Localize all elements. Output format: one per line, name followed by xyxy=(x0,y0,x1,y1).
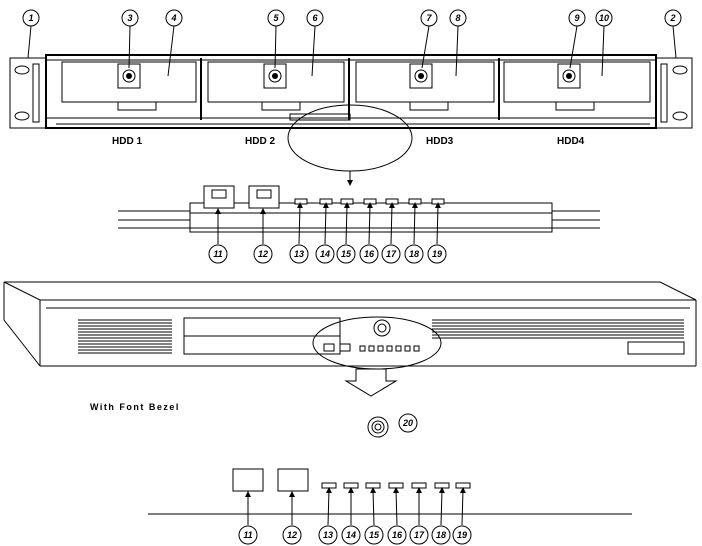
callout-18-b: 18 xyxy=(436,530,446,540)
hdd-tray-1 xyxy=(61,61,197,111)
chassis-perspective-view xyxy=(3,281,697,370)
callout-19: 19 xyxy=(432,249,442,259)
callout-11: 11 xyxy=(213,249,222,259)
callout-15-b: 15 xyxy=(369,530,380,540)
callout-11-b: 11 xyxy=(243,530,252,540)
callout-1: 1 xyxy=(28,13,33,23)
callout-14-b: 14 xyxy=(346,530,356,540)
callout-16-b: 16 xyxy=(392,530,403,540)
hdd-tray-4 xyxy=(503,61,651,111)
callout-12-b: 12 xyxy=(287,530,297,540)
tray-lock-icon xyxy=(122,69,136,83)
tray-lock-icon xyxy=(268,69,282,83)
key-lock-icon xyxy=(373,319,391,337)
callout-4: 4 xyxy=(170,13,176,23)
detail-2-callouts: 11 12 13 14 15 16 17 18 19 xyxy=(238,487,472,545)
chassis-front xyxy=(45,54,657,129)
callout-8: 8 xyxy=(455,13,460,23)
tray-lock-icon xyxy=(414,69,428,83)
bezel-caption: With Font Bezel xyxy=(90,402,180,412)
tray-lock-icon xyxy=(562,69,576,83)
front-bezel-key: 20 xyxy=(367,413,418,438)
callout-6: 6 xyxy=(312,13,318,23)
detail-panel-2 xyxy=(148,468,632,515)
vent-right xyxy=(432,319,684,339)
callout-18: 18 xyxy=(409,249,419,259)
callout-19-b: 19 xyxy=(457,530,467,540)
detail-panel-1 xyxy=(118,185,600,233)
callout-14: 14 xyxy=(320,249,330,259)
bezel-zoom-ellipse xyxy=(312,316,442,370)
hdd-tray-3 xyxy=(355,61,495,111)
callout-20: 20 xyxy=(402,418,413,428)
callout-7: 7 xyxy=(426,13,432,23)
key-icon xyxy=(367,416,389,438)
callout-12: 12 xyxy=(258,249,268,259)
top-callouts: 1 2 3 4 5 6 7 8 9 10 xyxy=(22,9,682,77)
hdd-label-4: HDD4 xyxy=(557,136,585,147)
rack-front-view xyxy=(9,54,693,129)
hdd-label-2: HDD 2 xyxy=(245,136,275,147)
vent-left xyxy=(78,319,172,354)
callout-13: 13 xyxy=(294,249,304,259)
callout-17-b: 17 xyxy=(414,530,425,540)
detail-1-callouts: 11 12 13 14 15 16 17 18 19 xyxy=(208,202,447,264)
callout-3: 3 xyxy=(127,13,132,23)
callout-2: 2 xyxy=(669,13,675,23)
callout-15: 15 xyxy=(341,249,352,259)
callout-17: 17 xyxy=(386,249,397,259)
callout-5: 5 xyxy=(273,13,279,23)
callout-16: 16 xyxy=(364,249,375,259)
callout-9: 9 xyxy=(574,13,579,23)
callout-13-b: 13 xyxy=(323,530,333,540)
hdd-label-1: HDD 1 xyxy=(112,136,142,147)
hdd-label-3: HDD3 xyxy=(426,136,454,147)
callout-10: 10 xyxy=(599,13,609,23)
hdd-tray-2 xyxy=(207,61,345,111)
down-arrow-icon xyxy=(344,368,398,397)
